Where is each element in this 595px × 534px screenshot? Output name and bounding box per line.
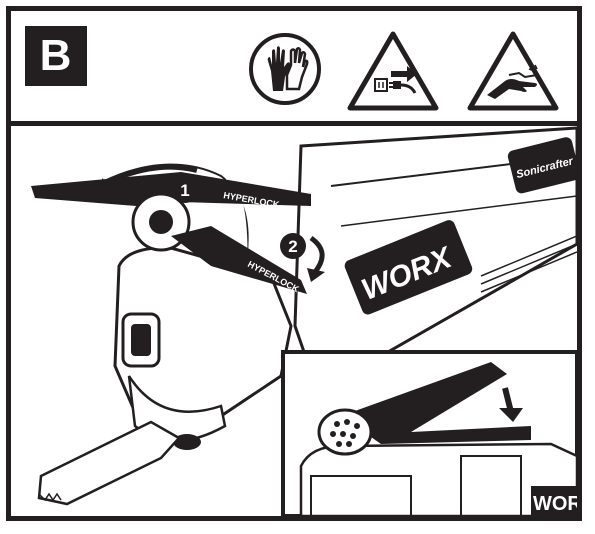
gloves-icon xyxy=(249,33,321,105)
callout-2: 2 xyxy=(280,233,325,282)
detail-inset: WORX xyxy=(281,350,577,516)
sharp-blade-warning-icon xyxy=(467,31,559,111)
callout-1: 1 xyxy=(172,177,198,203)
inset-brand-logo: WORX xyxy=(533,493,577,515)
blade xyxy=(37,420,181,506)
svg-text:2: 2 xyxy=(288,237,297,256)
tool-illustration: HYPERLOCK HYPERLOCK WORX Sonicrafter 1 2 xyxy=(31,126,577,516)
svg-text:1: 1 xyxy=(180,181,189,200)
lever-open: HYPERLOCK HYPERLOCK xyxy=(31,172,311,295)
instruction-panel: B xyxy=(6,6,582,521)
header-bar: B xyxy=(11,11,577,126)
multitool-body xyxy=(293,126,577,374)
step-badge: B xyxy=(25,26,87,86)
unplug-warning-icon xyxy=(347,31,439,111)
